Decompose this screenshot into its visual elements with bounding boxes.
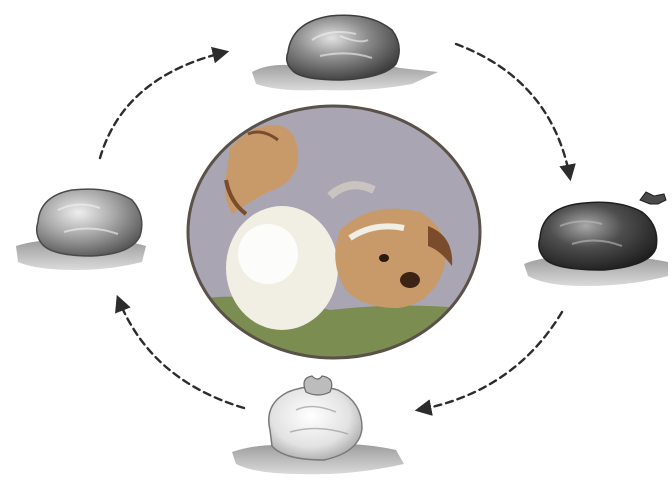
stage-left-dough-icon: [37, 189, 142, 256]
stage-right-knot-icon: [640, 192, 666, 204]
stage-top: [252, 15, 438, 90]
stage-right-dough-icon: [539, 202, 657, 270]
stage-bottom-knot-icon: [304, 376, 332, 395]
arrow-right-to-bottom: [418, 312, 562, 410]
stage-top-dough-icon: [287, 15, 400, 80]
stage-bottom-dough-icon: [269, 386, 362, 460]
stage-right: [524, 192, 668, 286]
center-photo: [186, 104, 486, 362]
stage-left: [16, 189, 146, 270]
arrow-left-to-top: [100, 52, 226, 158]
arrow-top-to-right: [456, 44, 570, 178]
stage-bottom: [232, 376, 404, 474]
